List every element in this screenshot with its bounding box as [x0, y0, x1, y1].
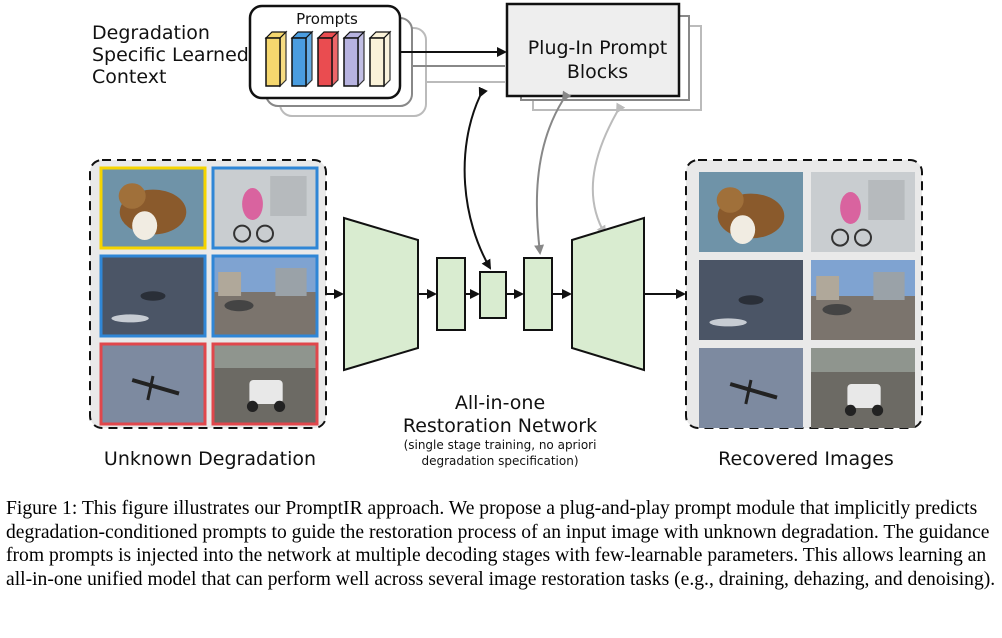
collie-rain-thumbnail [99, 166, 207, 250]
encoder-block [343, 216, 419, 372]
cyclist-haze-thumbnail [811, 172, 915, 252]
plugin-label-line: Plug-In Prompt [527, 37, 668, 59]
context-label-line: Context [92, 66, 167, 88]
plugin-prompt-blocks [505, 2, 702, 111]
network-subtitle: (single stage training, no apriori degra… [360, 437, 640, 469]
prompt-to-block-arrows [400, 47, 507, 83]
prompts-title: Prompts [296, 10, 358, 28]
bottleneck-stage [479, 271, 507, 319]
figure-caption: Figure 1: This figure illustrates our Pr… [6, 498, 996, 590]
degraded-image-grid [99, 166, 319, 426]
swimmer-rain-thumbnail [99, 254, 207, 338]
context-label-line: Degradation [92, 22, 210, 44]
plane-noise-thumbnail [699, 348, 803, 428]
context-label: Degradation Specific Learned Context [92, 22, 262, 88]
context-label-line: Specific Learned [92, 44, 249, 66]
street-haze-thumbnail [211, 254, 319, 338]
unknown-degradation-label: Unknown Degradation [103, 448, 317, 470]
recovered-image-grid [699, 172, 915, 428]
network-subtitle-line: (single stage training, no apriori [403, 438, 597, 452]
prompt-cube [368, 30, 392, 88]
swimmer-rain-thumbnail [699, 260, 803, 340]
prompt-cube [264, 30, 288, 88]
collie-rain-thumbnail [699, 172, 803, 252]
network-subtitle-line: degradation specification) [421, 454, 579, 468]
cyclist-haze-thumbnail [211, 166, 319, 250]
prompt-cube [290, 30, 314, 88]
street-haze-thumbnail [811, 260, 915, 340]
injection-arrows [463, 86, 626, 270]
network-title-line: Restoration Network [402, 415, 598, 437]
plugin-block-label: Plug-In Prompt Blocks [510, 36, 685, 84]
plugin-label-line: Blocks [566, 61, 629, 83]
decoder-stage [523, 257, 553, 331]
car-noise-thumbnail [811, 348, 915, 428]
network-title: All-in-one Restoration Network [380, 392, 620, 438]
car-noise-thumbnail [211, 342, 319, 426]
encoder-stage [436, 257, 466, 331]
recovered-images-label: Recovered Images [718, 448, 894, 470]
network-title-line: All-in-one [454, 392, 546, 414]
prompt-cubes [264, 30, 392, 88]
promptir-diagram [89, 2, 923, 429]
restoration-network [326, 216, 686, 372]
decoder-block [571, 216, 645, 372]
prompt-cube [316, 30, 340, 88]
prompt-cube [342, 30, 366, 88]
plane-noise-thumbnail [99, 342, 207, 426]
